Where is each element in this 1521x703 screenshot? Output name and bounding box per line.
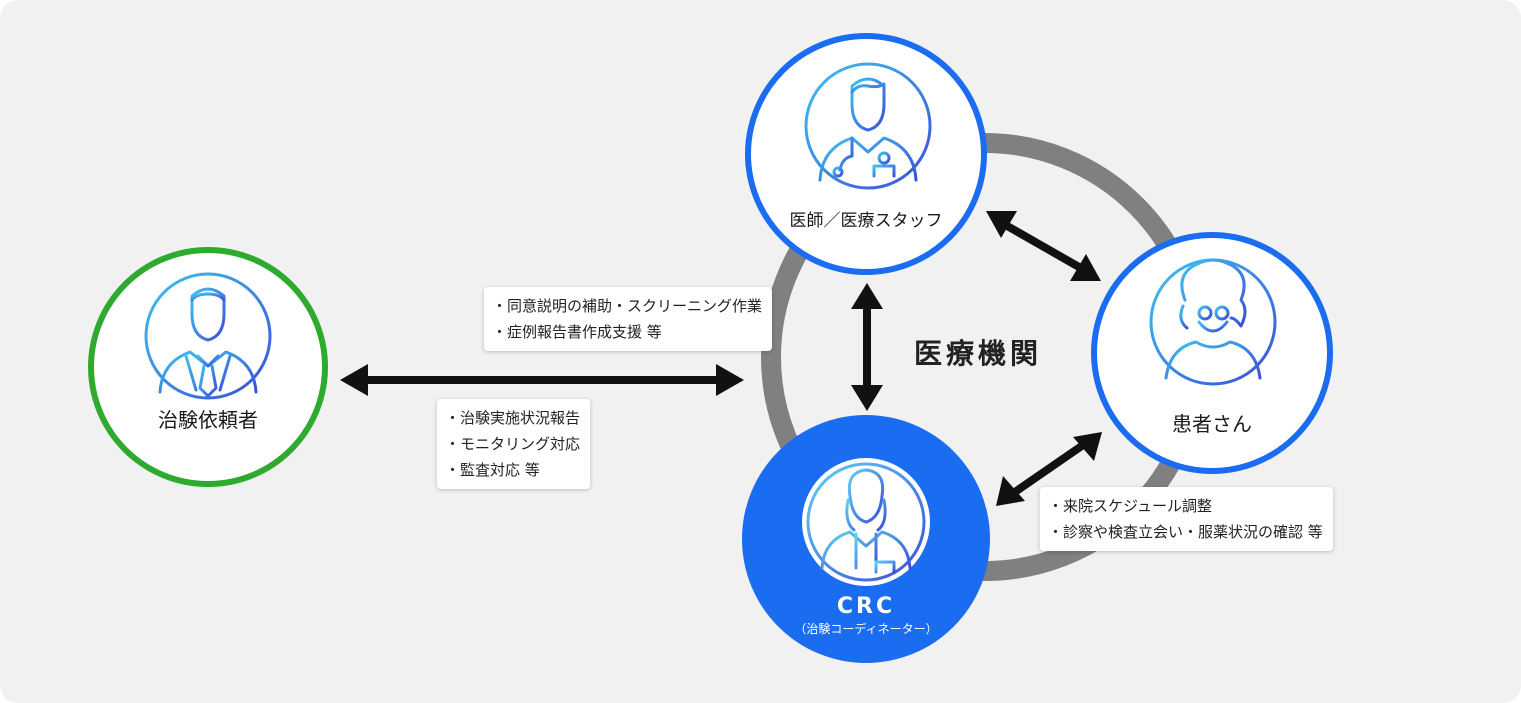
hospital-label: 医療機関	[914, 337, 1043, 370]
callout-doctor-crc: 同意説明の補助・スクリーニング作業 症例報告書作成支援 等	[484, 287, 773, 351]
callout-item: モニタリング対応	[445, 431, 580, 457]
businessman-icon	[144, 272, 272, 400]
node-doctor	[745, 33, 987, 275]
callout-item: 診察や検査立会い・服薬状況の確認 等	[1048, 519, 1323, 545]
doctor-icon	[804, 62, 932, 190]
nurse-icon	[802, 458, 930, 586]
node-patient	[1091, 232, 1333, 474]
crc-subtitle: （治験コーディネーター）	[794, 622, 938, 636]
arrow-patient-crc	[996, 432, 1102, 506]
arrow-sponsor-crc	[340, 364, 744, 396]
callout-item: 来院スケジュール調整	[1048, 493, 1323, 519]
arrow-doctor-patient	[986, 211, 1101, 281]
callout-item: 同意説明の補助・スクリーニング作業	[492, 293, 762, 319]
callout-sponsor-crc: 治験実施状況報告 モニタリング対応 監査対応 等	[437, 399, 591, 489]
sponsor-label: 治験依頼者	[158, 408, 258, 432]
callout-item: 治験実施状況報告	[445, 405, 580, 431]
arrow-doctor-crc	[851, 283, 883, 411]
callout-item: 監査対応 等	[445, 457, 580, 483]
node-sponsor	[88, 247, 328, 487]
node-crc	[742, 415, 990, 663]
callout-item: 症例報告書作成支援 等	[492, 319, 762, 345]
patient-label: 患者さん	[1172, 412, 1252, 436]
elderly-woman-icon	[1149, 258, 1277, 386]
doctor-label: 医師／医療スタッフ	[789, 211, 943, 231]
crc-title: CRC	[836, 594, 896, 619]
callout-patient-crc: 来院スケジュール調整 診察や検査立会い・服薬状況の確認 等	[1040, 487, 1333, 551]
